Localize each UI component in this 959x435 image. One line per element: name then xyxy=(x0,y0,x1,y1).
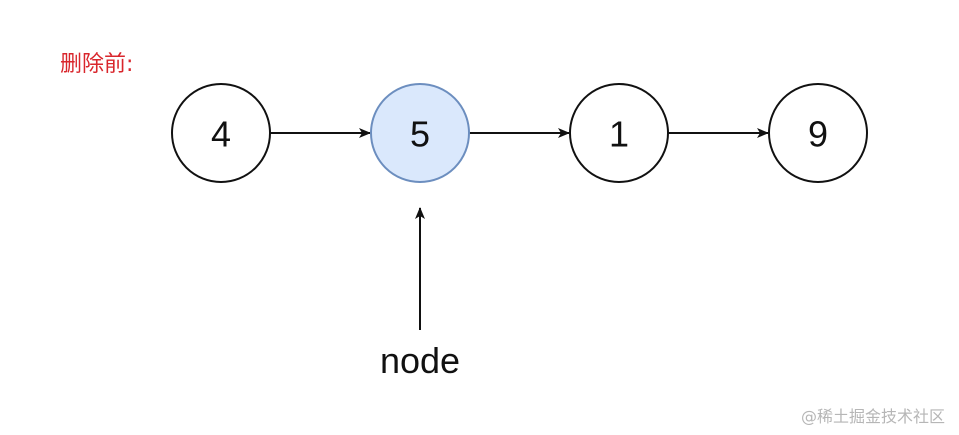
watermark: @稀土掘金技术社区 xyxy=(800,407,945,426)
node-value: 4 xyxy=(211,114,231,155)
list-node-5: 5 xyxy=(370,83,470,183)
list-node-4: 4 xyxy=(171,83,271,183)
node-circle xyxy=(768,83,868,183)
node-circle xyxy=(370,83,470,183)
node-value: 9 xyxy=(808,114,828,155)
node-value: 5 xyxy=(410,114,430,155)
list-node-9: 9 xyxy=(768,83,868,183)
node-circle xyxy=(569,83,669,183)
pointer-label: node xyxy=(380,340,460,381)
diagram-caption: 删除前: xyxy=(60,52,134,77)
node-value: 1 xyxy=(609,114,629,155)
list-node-1: 1 xyxy=(569,83,669,183)
node-circle xyxy=(171,83,271,183)
